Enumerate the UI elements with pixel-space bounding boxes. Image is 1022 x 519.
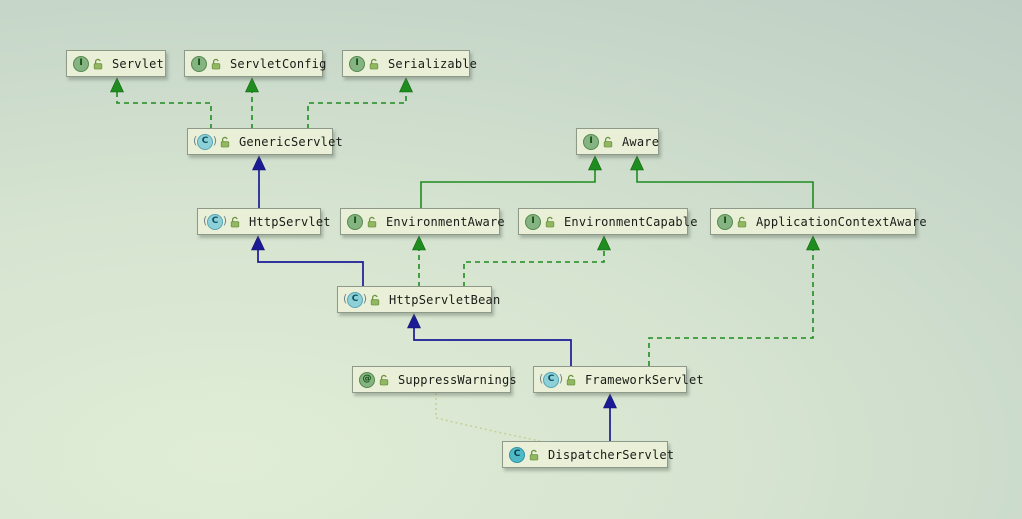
edge-frameworkservlet-extends-httpservletbean [413,328,572,366]
node-genericservlet[interactable]: C GenericServlet [187,128,343,155]
node-serializable[interactable]: I Serializable [342,50,477,77]
node-label: EnvironmentAware [386,214,505,229]
edge-dispatcherservlet-annotated-suppresswarnings [435,393,541,442]
abstract-class-icon: C [203,213,227,230]
interface-icon: I [349,55,365,72]
unlock-icon [545,216,556,228]
interface-icon: I [73,55,89,72]
arrowhead-httpservletbean [407,313,421,329]
edge-genericservlet-implements-serializable [307,92,407,129]
node-dispatcherservlet[interactable]: C DispatcherServlet [502,441,674,468]
node-label: EnvironmentCapable [564,214,698,229]
abstract-class-icon: C [343,291,367,308]
interface-icon: I [525,213,541,230]
arrowhead-aware-left [588,155,602,171]
unlock-icon [566,374,577,386]
interface-icon: I [347,213,363,230]
unlock-icon [220,136,231,148]
unlock-icon [367,216,378,228]
edge-httpservletbean-extends-httpservlet [257,250,364,287]
interface-icon: I [717,213,733,230]
interface-icon: I [191,55,207,72]
node-label: ApplicationContextAware [756,214,927,229]
abstract-class-icon: C [193,133,217,150]
arrowhead-environmentcapable [597,235,611,251]
node-environmentcapable[interactable]: I EnvironmentCapable [518,208,697,235]
edge-applicationcontextaware-extends-aware [636,169,814,208]
node-httpservletbean[interactable]: C HttpServletBean [337,286,500,313]
node-label: Aware [622,134,660,149]
unlock-icon [529,449,540,461]
node-label: HttpServletBean [389,292,501,307]
node-aware[interactable]: I Aware [576,128,659,155]
node-servlet[interactable]: I Servlet [66,50,166,77]
node-httpservlet[interactable]: C HttpServlet [197,208,330,235]
node-label: GenericServlet [239,134,343,149]
arrowhead-servlet [110,77,124,93]
arrowhead-servletconfig [245,77,259,93]
unlock-icon [369,58,380,70]
arrowhead-httpservlet [251,235,265,251]
arrowhead-genericservlet [252,155,266,171]
node-suppresswarnings[interactable]: @ SuppressWarnings [352,366,517,393]
node-frameworkservlet[interactable]: C FrameworkServlet [533,366,704,393]
arrowhead-aware-right [630,155,644,171]
node-applicationcontextaware[interactable]: I ApplicationContextAware [710,208,927,235]
node-label: DispatcherServlet [548,447,675,462]
node-label: HttpServlet [249,214,331,229]
interface-icon: I [583,133,599,150]
node-label: Serializable [388,56,478,71]
node-label: Servlet [112,56,164,71]
edge-httpservletbean-implements-environmentcapable [463,250,605,287]
unlock-icon [93,58,104,70]
annotation-icon: @ [359,371,375,388]
abstract-class-icon: C [539,371,563,388]
arrowhead-applicationcontextaware [806,235,820,251]
node-label: FrameworkServlet [585,372,704,387]
arrowhead-frameworkservlet [603,393,617,409]
unlock-icon [211,58,222,70]
unlock-icon [379,374,390,386]
unlock-icon [230,216,241,228]
unlock-icon [370,294,381,306]
edge-frameworkservlet-implements-applicationcontextaware [648,250,814,366]
node-label: SuppressWarnings [398,372,517,387]
node-environmentaware[interactable]: I EnvironmentAware [340,208,505,235]
edge-environmentaware-extends-aware [420,169,596,208]
arrowhead-environmentaware [412,235,426,251]
node-label: ServletConfig [230,56,327,71]
node-servletconfig[interactable]: I ServletConfig [184,50,326,77]
unlock-icon [737,216,748,228]
edge-genericservlet-implements-servlet [116,92,212,129]
arrowhead-serializable [399,77,413,93]
unlock-icon [603,136,614,148]
class-icon: C [509,446,525,463]
